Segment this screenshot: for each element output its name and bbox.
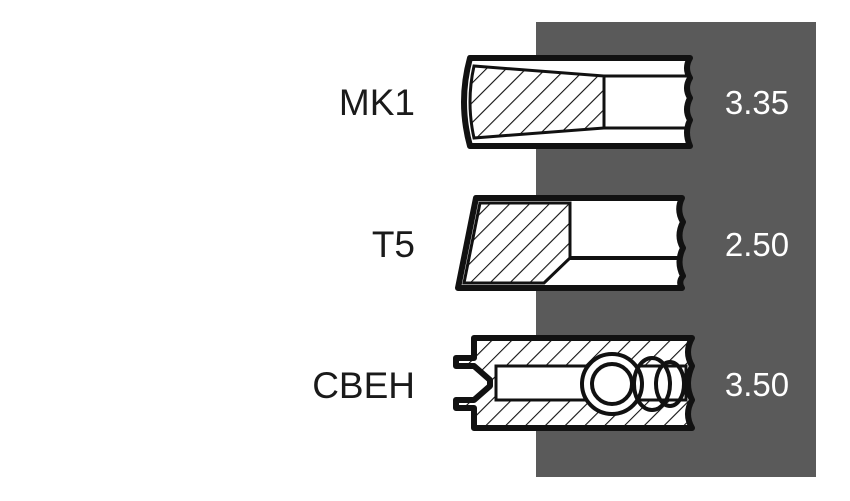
ring-label-t5: T5 <box>371 224 415 265</box>
cbeh-ring-profile <box>453 335 695 431</box>
ring-value-cbeh: 3.50 <box>724 366 790 403</box>
ring-value-t5: 2.50 <box>724 226 790 263</box>
t5-ring-profile <box>455 195 686 291</box>
ring-label-cbeh: CBEH <box>312 365 415 406</box>
ring-label-mk1: MK1 <box>338 82 415 123</box>
mk1-ring-profile <box>461 55 693 149</box>
ring-value-mk1: 3.35 <box>724 84 790 121</box>
